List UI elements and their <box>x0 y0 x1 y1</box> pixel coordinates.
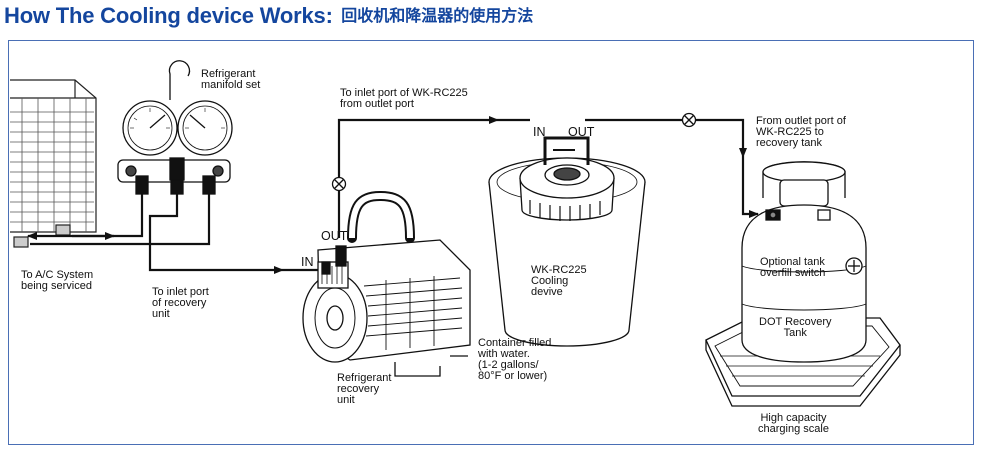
device-in-port-label: IN <box>533 125 546 139</box>
outlet-wk-label: From outlet port of WK-RC225 to recovery… <box>756 115 846 149</box>
unit-in-port-label: IN <box>301 255 314 269</box>
valve-icon <box>331 176 347 192</box>
inlet-recovery-label: To inlet port of recovery unit <box>152 286 209 320</box>
cooling-device-label: WK-RC225 Cooling devive <box>531 264 587 298</box>
valve-icon <box>681 112 697 128</box>
dot-tank-label: DOT Recovery Tank <box>759 316 832 339</box>
container-label: Container filled with water. (1-2 gallon… <box>478 337 552 382</box>
unit-out-port-label: OUT <box>321 229 348 243</box>
ac-condenser-icon <box>10 79 97 248</box>
manifold-label: Refrigerant manifold set <box>201 68 261 91</box>
title-english: How The Cooling device Works: <box>4 3 333 28</box>
diagram-frame <box>8 40 974 445</box>
cooling-bucket-icon <box>488 136 646 347</box>
recovery-unit-label: Refrigerant recovery unit <box>337 372 392 406</box>
device-out-port-label: OUT <box>568 125 595 139</box>
inlet-wk-label: To inlet port of WK-RC225 from outlet po… <box>340 87 468 110</box>
title-chinese: 回收机和降温器的使用方法 <box>341 6 534 25</box>
overfill-label: Optional tank overfill switch <box>760 256 826 279</box>
scale-label: High capacity charging scale <box>758 412 829 435</box>
recovery-pump-icon <box>302 190 471 377</box>
hose-lines <box>27 116 759 274</box>
page-title: How The Cooling device Works: 回收机和降温器的使用… <box>4 2 533 30</box>
manifold-gauge-icon <box>117 60 233 195</box>
recovery-tank-icon <box>741 161 867 363</box>
ac-system-label: To A/C System being serviced <box>21 269 94 292</box>
